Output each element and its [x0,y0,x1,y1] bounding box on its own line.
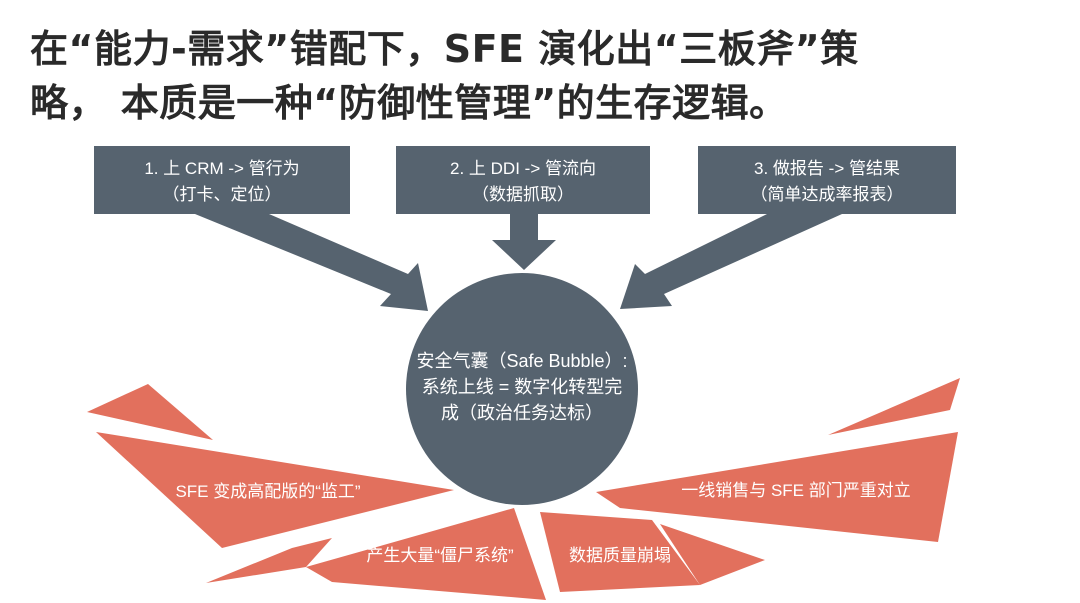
strategy-box-report: 3. 做报告 -> 管结果 （简单达成率报表） [698,146,956,214]
consequence-right: 一线销售与 SFE 部门严重对立 [681,481,911,500]
arrow-right [620,214,842,309]
shard-right-main [596,432,958,542]
box-crm-line1: 1. 上 CRM -> 管行为 [144,159,299,178]
box-crm-bg [94,146,350,214]
box-report-line2: （简单达成率报表） [751,185,904,204]
box-ddi-line2: （数据抓取） [472,185,574,204]
arrow-left [195,214,428,311]
consequence-shards [87,378,960,600]
center-line1: 安全气囊（Safe Bubble）: [416,351,627,371]
box-crm-line2: （打卡、定位） [163,185,282,204]
arrow-center [492,214,556,270]
shard-bottom-right-small [660,524,765,585]
box-ddi-line1: 2. 上 DDI -> 管流向 [450,159,596,178]
slide-title: 在“能力-需求”错配下，SFE 演化出“三板斧”策 略， 本质是一种“防御性管理… [30,22,1060,130]
box-ddi-bg [396,146,650,214]
consequence-left-top: SFE 变成高配版的“监工” [175,482,360,501]
safe-bubble-circle [406,273,638,505]
box-report-line1: 3. 做报告 -> 管结果 [754,159,900,178]
strategy-box-crm: 1. 上 CRM -> 管行为 （打卡、定位） [94,146,350,214]
shard-middle [540,512,700,592]
shard-left-bottom-small [206,538,332,583]
center-line2: 系统上线 = 数字化转型完 [422,377,623,397]
center-line3: 成（政治任务达标） [441,403,603,423]
shard-left-main [96,432,454,548]
shard-left-small [87,384,213,440]
consequence-middle: 数据质量崩塌 [569,546,671,565]
title-line-2: 略， 本质是一种“防御性管理”的生存逻辑。 [30,81,788,125]
shard-center-bottom [306,508,546,600]
consequence-left-bottom: 产生大量“僵尸系统” [366,546,514,565]
box-report-bg [698,146,956,214]
shard-right-small [828,378,960,435]
title-line-1: 在“能力-需求”错配下，SFE 演化出“三板斧”策 [30,27,859,71]
strategy-box-ddi: 2. 上 DDI -> 管流向 （数据抓取） [396,146,650,214]
